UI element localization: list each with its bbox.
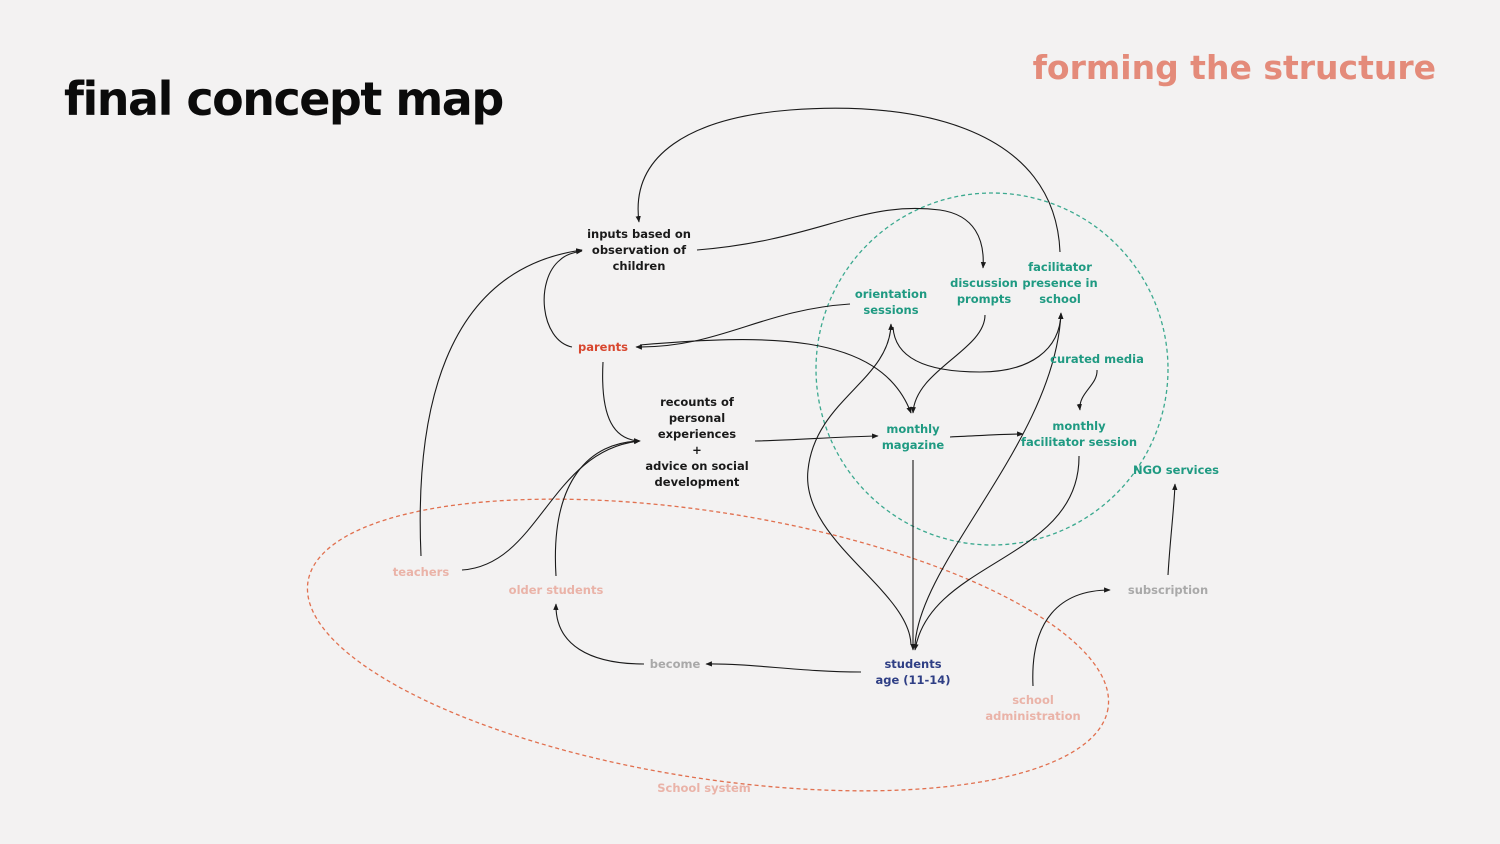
node-monthly-magazine: monthly magazine <box>881 422 945 452</box>
edge-discussion-to-magazine <box>910 314 986 414</box>
node-monthly-facilitator-session: monthly facilitator session <box>1020 419 1138 449</box>
edge-teachers-to-inputs <box>419 248 583 557</box>
edge-parents-to-recounts <box>602 361 641 444</box>
edge-students-to-orientation <box>807 323 912 646</box>
edge-subscription-to-ngo <box>1167 483 1178 576</box>
edge-older-to-recounts <box>554 438 641 577</box>
node-parents: parents <box>578 340 628 354</box>
edge-facilitator-to-inputs <box>635 107 1061 253</box>
node-inputs-observation: inputs based on observation of children <box>587 227 691 273</box>
ngo-boundary <box>815 192 1169 546</box>
edge-parents-to-inputs <box>543 249 583 348</box>
node-become: become <box>649 657 701 671</box>
school-system-label: School system <box>657 781 751 795</box>
edge-students-to-facilitator <box>914 312 1064 646</box>
node-older-students: older students <box>508 583 604 597</box>
node-discussion-prompts: discussion prompts <box>950 276 1018 306</box>
node-teachers: teachers <box>392 565 450 579</box>
section-title: forming the structure <box>1032 48 1436 87</box>
edge-session-to-students <box>913 455 1080 651</box>
edge-admin-to-subscription <box>1032 587 1111 687</box>
edge-teachers-to-recounts <box>461 438 641 571</box>
node-ngo-services: NGO services <box>1132 463 1220 477</box>
edge-orientation-to-facilitator <box>892 312 1064 373</box>
edge-recounts-to-magazine <box>754 433 879 442</box>
node-facilitator-presence: facilitator presence in school <box>1022 260 1098 306</box>
node-subscription: subscription <box>1127 583 1209 597</box>
edge-magazine-to-session <box>949 431 1024 438</box>
edge-orientation-to-parents <box>635 303 851 350</box>
node-orientation-sessions: orientation sessions <box>854 287 928 317</box>
node-curated-media: curated media <box>1050 352 1144 366</box>
edge-media-to-session <box>1076 369 1098 411</box>
page-title: final concept map <box>64 72 504 126</box>
edge-students-to-become <box>705 661 862 673</box>
node-recounts-advice: recounts of personal experiences + advic… <box>645 395 749 489</box>
edge-inputs-to-discussion <box>696 207 987 269</box>
node-school-administration: school administration <box>985 693 1081 723</box>
node-students: students age (11-14) <box>875 657 951 687</box>
edge-parents-to-magazine <box>639 339 912 414</box>
school-system-boundary <box>306 498 1110 792</box>
edge-become-to-older <box>553 603 645 665</box>
